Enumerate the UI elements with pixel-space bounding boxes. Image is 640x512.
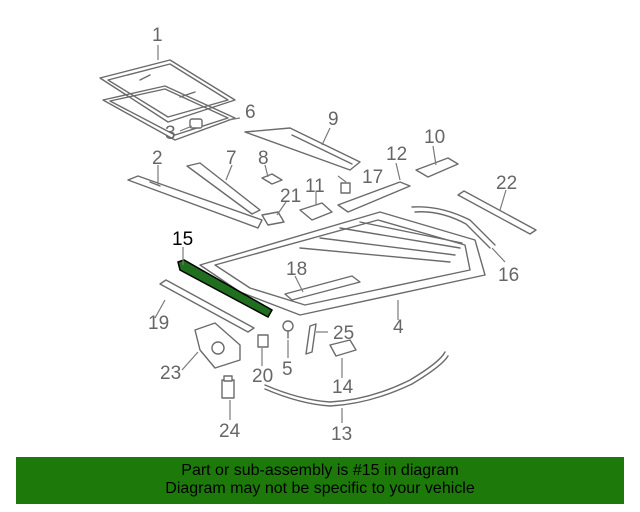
callout-14: 14 bbox=[332, 377, 354, 398]
callout-17: 17 bbox=[362, 167, 383, 188]
callout-23: 23 bbox=[160, 363, 181, 384]
part-19-strip bbox=[159, 279, 255, 333]
callout-20: 20 bbox=[252, 366, 273, 387]
banner-line-1: Part or sub-assembly is #15 in diagram bbox=[181, 462, 459, 479]
part-3-clip bbox=[189, 118, 203, 129]
part-25-piece bbox=[305, 323, 317, 355]
part-2-rail bbox=[127, 175, 263, 229]
part-1-glass-panel bbox=[99, 59, 236, 123]
part-14-piece bbox=[329, 339, 357, 357]
callout-4: 4 bbox=[393, 317, 404, 338]
callout-3: 3 bbox=[165, 123, 176, 144]
part-24-piece bbox=[221, 375, 235, 399]
callout-1: 1 bbox=[152, 25, 163, 46]
part-11-bracket bbox=[299, 202, 333, 221]
callout-6: 6 bbox=[245, 102, 256, 123]
part-10-bracket bbox=[415, 157, 459, 178]
callout-15: 15 bbox=[172, 229, 193, 250]
part-23-motor bbox=[194, 322, 241, 369]
callout-labels: 1 6 3 2 7 8 9 21 11 17 12 10 22 16 18 15… bbox=[148, 25, 519, 445]
part-21-piece bbox=[261, 211, 285, 226]
callout-11: 11 bbox=[305, 176, 325, 197]
callout-25: 25 bbox=[333, 323, 354, 344]
callout-5: 5 bbox=[282, 359, 293, 380]
part-13-cable bbox=[264, 351, 449, 407]
parts-diagram: 1 6 3 2 7 8 9 21 11 17 12 10 22 16 18 15… bbox=[99, 25, 537, 445]
part-8-bracket bbox=[261, 173, 283, 185]
part-12-rail bbox=[337, 181, 411, 213]
callout-16: 16 bbox=[498, 265, 519, 286]
part-18-panel bbox=[284, 275, 361, 301]
callout-24: 24 bbox=[219, 421, 241, 442]
part-16-strip bbox=[411, 206, 496, 249]
callout-9: 9 bbox=[328, 109, 339, 130]
part-20-piece bbox=[257, 334, 269, 348]
callout-18: 18 bbox=[286, 259, 307, 280]
callout-13: 13 bbox=[331, 424, 352, 445]
callout-22: 22 bbox=[496, 173, 517, 194]
callout-19: 19 bbox=[148, 313, 169, 334]
callout-8: 8 bbox=[258, 148, 269, 169]
callout-10: 10 bbox=[424, 127, 445, 148]
banner-line-2: Diagram may not be specific to your vehi… bbox=[165, 480, 475, 497]
callout-2: 2 bbox=[152, 148, 163, 169]
part-9-rail bbox=[244, 127, 361, 171]
part-17-piece bbox=[340, 182, 351, 194]
info-banner: Part or sub-assembly is #15 in diagram D… bbox=[16, 457, 624, 504]
callout-7: 7 bbox=[226, 148, 237, 169]
callout-12: 12 bbox=[386, 144, 407, 165]
leader-lines bbox=[154, 45, 507, 423]
callout-21: 21 bbox=[280, 186, 301, 207]
part-7-rail bbox=[186, 162, 261, 215]
part-22-strip bbox=[457, 190, 537, 235]
part-6-seal bbox=[102, 85, 236, 141]
part-5-fastener bbox=[282, 320, 294, 339]
